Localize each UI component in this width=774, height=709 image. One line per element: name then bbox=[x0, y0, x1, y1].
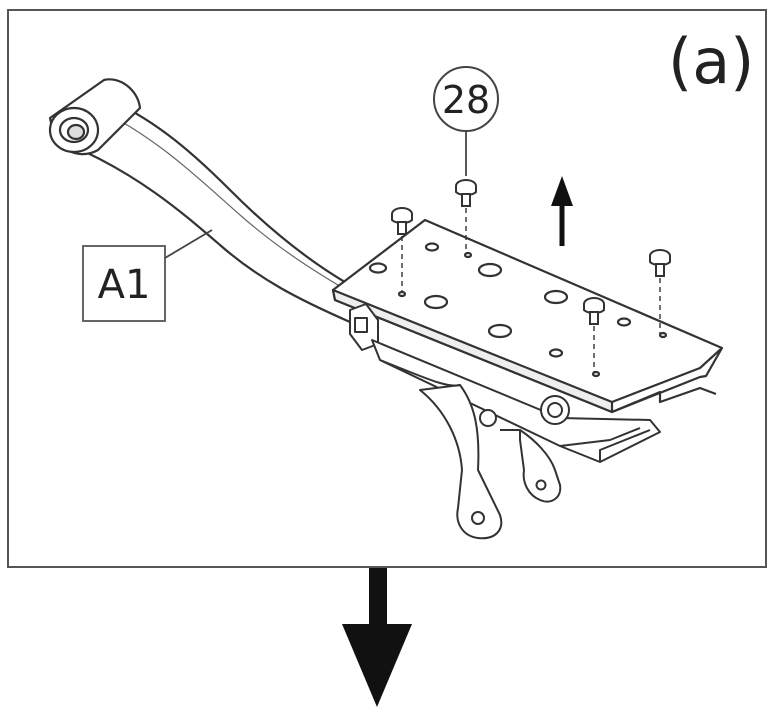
part-label-a1: A1 bbox=[98, 262, 151, 308]
up-arrow-icon bbox=[551, 176, 573, 246]
plate-hole bbox=[616, 317, 632, 327]
plate-hole bbox=[397, 290, 407, 298]
plate-hole bbox=[591, 370, 601, 378]
plate-hole bbox=[368, 262, 388, 274]
mounting-plate bbox=[331, 218, 724, 414]
arm-tube bbox=[48, 78, 382, 324]
plate-hole bbox=[548, 348, 564, 358]
plate-hole bbox=[487, 323, 513, 339]
plate-hole bbox=[423, 294, 449, 310]
plate-hole bbox=[658, 331, 668, 339]
screw bbox=[583, 297, 605, 372]
screw-fasteners bbox=[391, 179, 671, 372]
plate-hole bbox=[424, 242, 440, 252]
plate-hole bbox=[477, 262, 503, 278]
screw bbox=[391, 207, 413, 292]
screw bbox=[649, 249, 671, 334]
part-number-label: 28 bbox=[442, 78, 490, 122]
panel-label: (a) bbox=[668, 25, 754, 98]
part-callout-a1: A1 bbox=[82, 229, 213, 322]
bracket-assembly bbox=[349, 303, 661, 540]
down-arrow-icon bbox=[342, 568, 412, 707]
part-callout-28: 28 bbox=[433, 66, 499, 176]
plate-hole bbox=[543, 289, 569, 305]
screw bbox=[455, 179, 477, 254]
